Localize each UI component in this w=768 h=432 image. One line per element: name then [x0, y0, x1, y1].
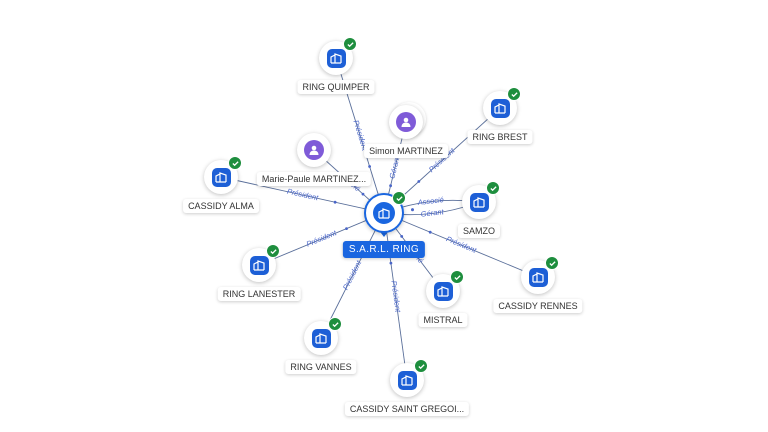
- node-circle[interactable]: [390, 359, 428, 397]
- node-label[interactable]: RING QUIMPER: [297, 80, 375, 94]
- building-icon: [433, 281, 453, 301]
- node-label[interactable]: MISTRAL: [418, 313, 468, 327]
- edge-marker: [389, 184, 392, 188]
- edge-marker: [345, 227, 348, 231]
- node-circle[interactable]: [462, 181, 500, 219]
- edge-marker: [333, 200, 337, 204]
- verified-check-icon: [266, 244, 280, 258]
- edge-marker: [411, 208, 414, 212]
- node-circle[interactable]: [389, 102, 426, 139]
- node-circle[interactable]: [304, 317, 342, 355]
- edge-label: Président: [389, 280, 402, 314]
- verified-check-icon: [343, 37, 357, 51]
- edge-marker: [389, 261, 393, 265]
- pin-pointer: [378, 229, 390, 237]
- edge-marker: [361, 192, 365, 196]
- center-node-label[interactable]: S.A.R.L. RING: [342, 241, 426, 258]
- node-circle[interactable]: [297, 133, 331, 167]
- edge-label: Président: [286, 187, 320, 203]
- person-icon: [396, 112, 416, 132]
- node-label[interactable]: SAMZO: [457, 224, 501, 238]
- node-label[interactable]: Marie-Paule MARTINEZ...: [256, 172, 372, 186]
- edge-marker: [417, 180, 421, 183]
- building-icon: [211, 167, 231, 187]
- verified-check-icon: [328, 317, 342, 331]
- building-icon: [490, 98, 510, 118]
- edge-label: Président: [341, 258, 364, 291]
- verified-check-icon: [545, 256, 559, 270]
- verified-check-icon: [486, 181, 500, 195]
- edge-marker: [368, 165, 371, 168]
- center-node-circle[interactable]: [364, 191, 406, 233]
- node-label[interactable]: CASSIDY ALMA: [183, 199, 259, 213]
- edge-marker: [428, 230, 432, 234]
- node-circle[interactable]: [319, 37, 357, 75]
- edge-label: Gérant: [387, 154, 401, 179]
- node-label[interactable]: Simon MARTINEZ: [364, 144, 448, 158]
- verified-check-icon: [450, 270, 464, 284]
- node-circle[interactable]: [204, 156, 242, 194]
- edge-label: Associé: [416, 195, 444, 207]
- building-icon: [469, 192, 489, 212]
- building-icon: [326, 48, 346, 68]
- node-label[interactable]: RING VANNES: [285, 360, 357, 374]
- verified-check-icon: [507, 87, 521, 101]
- node-circle[interactable]: [521, 256, 559, 294]
- building-icon: [311, 328, 331, 348]
- node-circle[interactable]: [426, 270, 464, 308]
- person-icon: [304, 140, 324, 160]
- node-circle[interactable]: [483, 87, 521, 125]
- edge-marker: [400, 235, 404, 238]
- edge-label: Gérant: [420, 207, 445, 219]
- node-label[interactable]: CASSIDY SAINT GREGOI...: [344, 402, 470, 416]
- edge-label: Président: [305, 228, 339, 249]
- node-label[interactable]: RING BREST: [467, 130, 533, 144]
- verified-check-icon: [228, 156, 242, 170]
- node-label[interactable]: RING LANESTER: [217, 287, 301, 301]
- building-icon: [249, 255, 269, 275]
- verified-check-icon: [392, 191, 406, 205]
- node-circle[interactable]: [242, 244, 280, 282]
- building-icon: [397, 370, 417, 390]
- company-icon: [373, 202, 395, 224]
- verified-check-icon: [414, 359, 428, 373]
- building-icon: [528, 267, 548, 287]
- node-label[interactable]: CASSIDY RENNES: [493, 299, 583, 313]
